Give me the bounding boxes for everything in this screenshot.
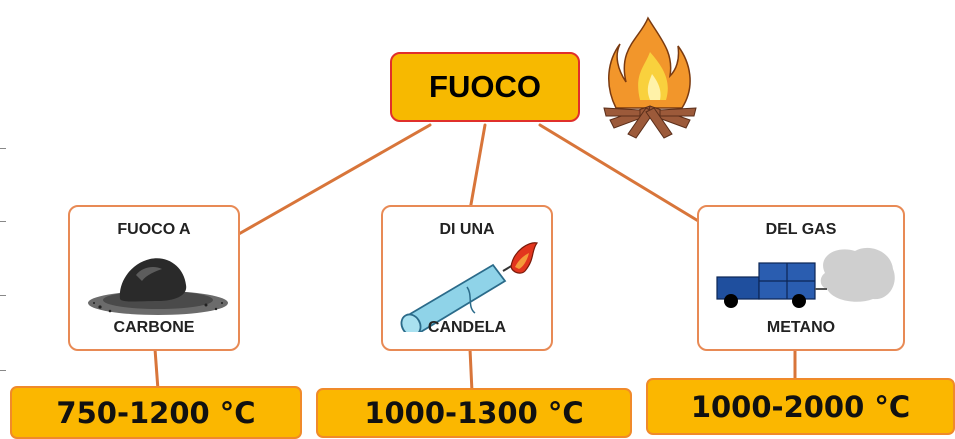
connector-left-temp (153, 347, 160, 392)
campfire-icon (603, 16, 697, 139)
gas-truck-icon (716, 247, 895, 308)
temperature-candela: 1000-1300 °C (316, 388, 632, 438)
node-candela: DI UNA CANDELA (381, 205, 553, 351)
node-metano: DEL GAS METANO (697, 205, 905, 351)
temperature-metano-value: 1000-2000 °C (690, 389, 911, 424)
root-label: FUOCO (429, 69, 541, 104)
temperature-metano: 1000-2000 °C (646, 378, 955, 435)
node-carbone: FUOCO A CARBONE (68, 205, 240, 351)
edge-tick (0, 148, 6, 149)
edge-tick (0, 370, 6, 371)
node-carbone-top-label: FUOCO A (117, 221, 191, 238)
node-metano-bottom-label: METANO (766, 319, 836, 336)
connector-root-middle (468, 123, 487, 212)
node-candela-bottom-label: CANDELA (427, 319, 507, 336)
node-carbone-bottom-label: CARBONE (113, 319, 195, 336)
temperature-candela-value: 1000-1300 °C (364, 396, 584, 430)
temperature-carbone: 750-1200 °C (10, 386, 302, 439)
edge-tick (0, 221, 6, 222)
coal-pile-icon (88, 258, 228, 315)
edge-tick (0, 295, 6, 296)
candle-icon (400, 242, 539, 332)
connector-middle-temp (468, 347, 474, 394)
node-candela-top-label: DI UNA (439, 221, 495, 238)
connector-root-left (235, 123, 432, 237)
node-metano-top-label: DEL GAS (765, 221, 837, 238)
root-node-fuoco: FUOCO (390, 52, 580, 122)
connector-root-right (538, 123, 702, 224)
temperature-carbone-value: 750-1200 °C (56, 395, 256, 430)
